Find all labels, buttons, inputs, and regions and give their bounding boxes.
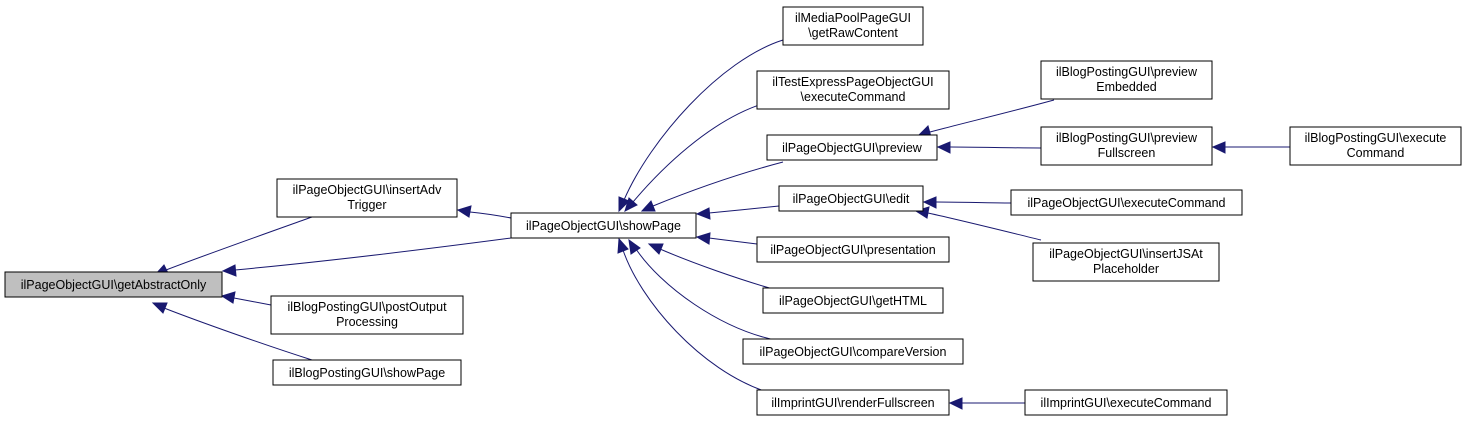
node-label: ilPageObjectGUI\compareVersion	[760, 345, 947, 359]
edge-arrowhead	[647, 243, 664, 255]
node-label: Placeholder	[1093, 262, 1159, 276]
edge-arrowhead	[624, 197, 638, 212]
node-blogpostoutput[interactable]: ilBlogPostingGUI\postOutput Processing	[270, 295, 464, 335]
node-gethtml[interactable]: ilPageObjectGUI\getHTML	[762, 287, 944, 314]
node-label: \getRawContent	[808, 26, 898, 40]
edge-arrowhead	[221, 264, 237, 277]
edge-blogpreviewfullscreen-to-preview	[949, 146, 1042, 149]
edge-executecommand-to-edit	[935, 201, 1012, 204]
node-label: ilTestExpressPageObjectGUI	[772, 75, 933, 89]
node-label: \executeCommand	[801, 90, 906, 104]
node-insertadvtrigger[interactable]: ilPageObjectGUI\insertAdv Trigger	[276, 178, 458, 218]
node-blogexec[interactable]: ilBlogPostingGUI\execute Command	[1289, 126, 1462, 166]
node-blogshowpage[interactable]: ilBlogPostingGUI\showPage	[272, 359, 462, 386]
node-getabstractonly[interactable]: ilPageObjectGUI\getAbstractOnly	[4, 271, 223, 298]
node-label: ilPageObjectGUI\getHTML	[779, 294, 927, 308]
node-label: ilImprintGUI\executeCommand	[1041, 396, 1212, 410]
edge-testexpressexec-to-showpage	[632, 102, 766, 203]
node-label: ilBlogPostingGUI\execute	[1305, 131, 1447, 145]
edge-compareversion-to-showpage	[635, 248, 781, 342]
node-label: ilPageObjectGUI\getAbstractOnly	[21, 278, 207, 292]
node-compareversion[interactable]: ilPageObjectGUI\compareVersion	[742, 338, 964, 365]
node-blogpreviewembedded[interactable]: ilBlogPostingGUI\preview Embedded	[1040, 60, 1213, 100]
edge-insertjsat-to-edit	[927, 212, 1042, 241]
edge-showpage-to-insertadvtrigger	[469, 211, 512, 219]
edge-insertadvtrigger-to-getabstractonly	[165, 216, 313, 271]
node-imprintexec[interactable]: ilImprintGUI\executeCommand	[1024, 389, 1228, 416]
node-label: ilBlogPostingGUI\showPage	[289, 366, 445, 380]
edge-arrowhead	[695, 232, 711, 245]
edge-showpage-to-getabstractonly	[234, 237, 512, 271]
edge-renderfullscreen-to-showpage	[622, 249, 768, 393]
node-label: ilPageObjectGUI\preview	[782, 141, 923, 155]
node-label: ilBlogPostingGUI\preview	[1056, 65, 1198, 79]
edge-arrowhead	[617, 237, 629, 254]
edge-arrowhead	[618, 196, 630, 213]
node-label: ilImprintGUI\renderFullscreen	[771, 396, 934, 410]
node-testexpressexec[interactable]: ilTestExpressPageObjectGUI \executeComma…	[756, 70, 950, 110]
node-label: ilPageObjectGUI\showPage	[526, 219, 681, 233]
edge-arrowhead	[220, 291, 236, 304]
edge-arrowhead	[151, 302, 168, 314]
node-label: ilPageObjectGUI\insertJSAt	[1049, 247, 1203, 261]
node-showpage[interactable]: ilPageObjectGUI\showPage	[510, 212, 697, 239]
node-label: ilBlogPostingGUI\postOutput	[287, 300, 447, 314]
edge-arrowhead	[456, 205, 472, 218]
node-blogpreviewfullscreen[interactable]: ilBlogPostingGUI\preview Fullscreen	[1040, 126, 1213, 166]
edge-blogpostoutput-to-getabstractonly	[233, 297, 272, 306]
edge-arrowhead	[948, 397, 963, 410]
node-presentation[interactable]: ilPageObjectGUI\presentation	[756, 236, 950, 263]
edge-mediapoolraw-to-showpage	[623, 39, 784, 201]
edge-arrowhead	[1211, 141, 1226, 154]
node-label: ilPageObjectGUI\insertAdv	[293, 183, 442, 197]
edge-arrowhead	[922, 196, 937, 209]
node-label: Processing	[336, 315, 398, 329]
edge-arrowhead	[936, 141, 951, 154]
node-label: ilPageObjectGUI\presentation	[770, 243, 935, 257]
node-label: ilPageObjectGUI\executeCommand	[1027, 196, 1225, 210]
edge-gethtml-to-showpage	[659, 248, 781, 292]
node-label: Command	[1347, 146, 1405, 160]
edge-arrowhead	[640, 200, 656, 212]
edge-blogshowpage-to-getabstractonly	[163, 307, 313, 361]
node-insertjsat[interactable]: ilPageObjectGUI\insertJSAt Placeholder	[1032, 242, 1220, 282]
edges	[151, 39, 1291, 410]
edge-preview-to-showpage	[652, 161, 784, 207]
node-preview[interactable]: ilPageObjectGUI\preview	[766, 134, 938, 161]
edge-edit-to-showpage	[708, 205, 780, 214]
nodes: ilPageObjectGUI\getAbstractOnly ilPageOb…	[4, 6, 1462, 416]
node-label: Embedded	[1096, 80, 1157, 94]
node-executecommand[interactable]: ilPageObjectGUI\executeCommand	[1010, 189, 1243, 216]
edge-blogpreviewembedded-to-preview	[929, 99, 1055, 133]
node-renderfullscreen[interactable]: ilImprintGUI\renderFullscreen	[756, 389, 950, 416]
node-mediapoolraw[interactable]: ilMediaPoolPageGUI \getRawContent	[782, 6, 924, 46]
node-label: ilMediaPoolPageGUI	[795, 11, 911, 25]
edge-arrowhead	[695, 207, 711, 220]
node-label: Trigger	[347, 198, 386, 212]
edge-arrowhead	[628, 238, 641, 255]
edge-presentation-to-showpage	[708, 237, 758, 245]
node-label: ilPageObjectGUI\edit	[793, 192, 910, 206]
node-edit[interactable]: ilPageObjectGUI\edit	[778, 185, 924, 212]
node-label: ilBlogPostingGUI\preview	[1056, 131, 1198, 145]
node-label: Fullscreen	[1098, 146, 1156, 160]
